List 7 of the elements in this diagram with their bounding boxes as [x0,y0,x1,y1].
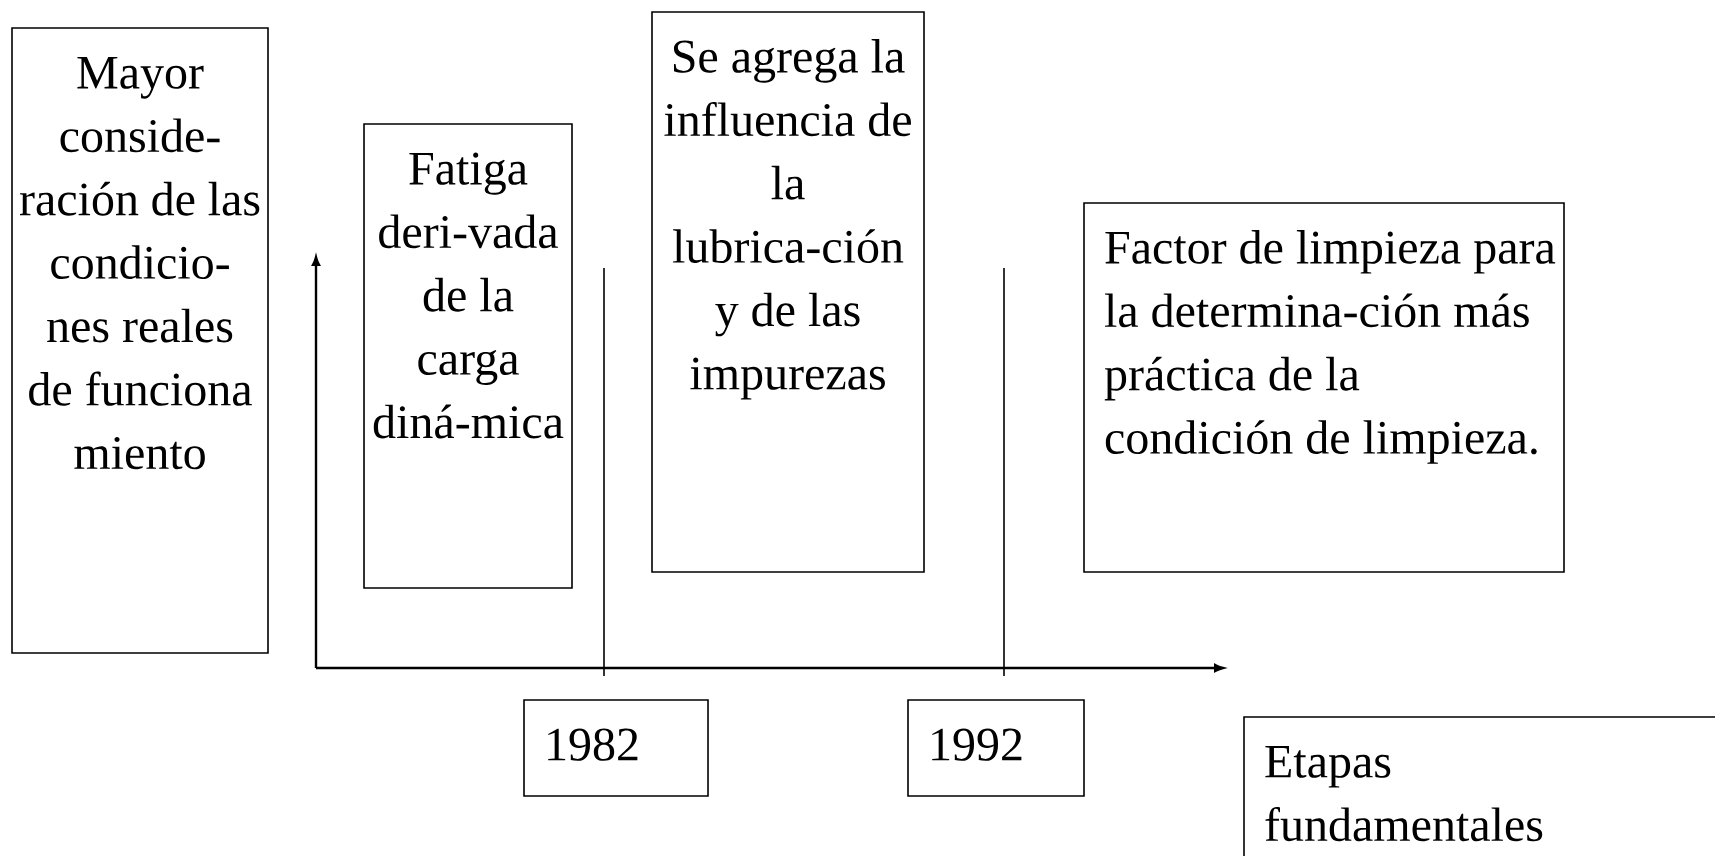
text-box: Etapas fundamentales [1243,716,1715,856]
text-box: Se agrega la influencia de la lubrica-ción y de las impurezas [651,11,925,573]
text-box: 1992 [907,699,1085,797]
text-box: Fatiga deri-vada de la carga diná-mica [363,123,573,589]
text-box: Mayor conside-ración de las condicio-nes reales de funciona miento [11,27,269,654]
text-box: Factor de limpieza para la determina-ción más práctica de la condición de limpieza. [1083,202,1565,573]
text-box: 1982 [523,699,709,797]
